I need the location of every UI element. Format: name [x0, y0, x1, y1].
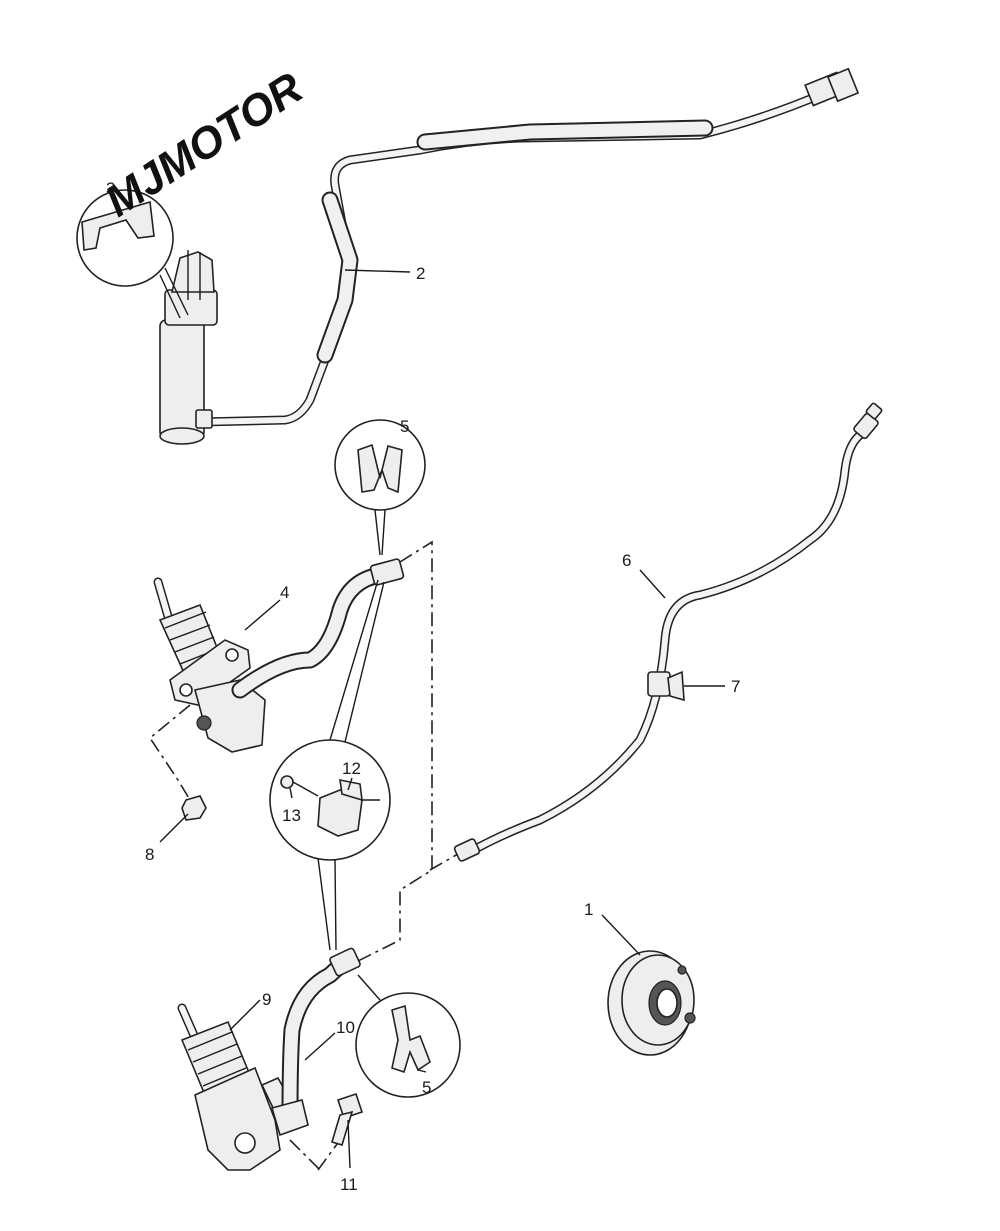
callout-4: 4	[280, 583, 289, 602]
detail-circle-clip-5-bottom	[355, 974, 461, 1098]
pipe-end-fitting	[804, 67, 860, 107]
callout-11: 11	[340, 1175, 358, 1194]
callout-12: 12	[342, 759, 361, 778]
callout-6: 6	[622, 551, 631, 570]
part-1-release-bearing	[607, 950, 696, 1056]
clutch-pipe-2	[195, 67, 860, 427]
leader-lines	[159, 269, 725, 1169]
callout-3: 3	[106, 179, 115, 198]
clutch-hose-10	[270, 947, 361, 1137]
callout-2: 2	[416, 264, 425, 283]
clutch-pipe-6	[453, 402, 883, 862]
detail-circle-12-13	[269, 579, 391, 951]
detail-circle-clip-5-top	[334, 419, 426, 556]
clutch-master-cylinder-top	[159, 250, 218, 445]
part-7-clip	[647, 670, 685, 702]
dashed-leader-lines	[148, 540, 466, 1171]
clutch-hose-4	[231, 558, 405, 699]
callout-10: 10	[336, 1018, 355, 1037]
callout-13: 13	[282, 806, 301, 825]
callout-8: 8	[145, 845, 154, 864]
callout-7: 7	[731, 677, 740, 696]
callout-5-bottom: 5	[422, 1078, 431, 1097]
clutch-master-cylinder-4	[153, 577, 266, 753]
detail-circle-clip-3	[76, 189, 189, 319]
clutch-cylinder-9	[177, 1003, 292, 1171]
watermark-text: MJMOTOR	[97, 63, 312, 226]
callout-5-top: 5	[400, 417, 409, 436]
callout-1: 1	[584, 900, 593, 919]
callout-9: 9	[262, 990, 271, 1009]
part-11-bolt	[331, 1092, 364, 1146]
